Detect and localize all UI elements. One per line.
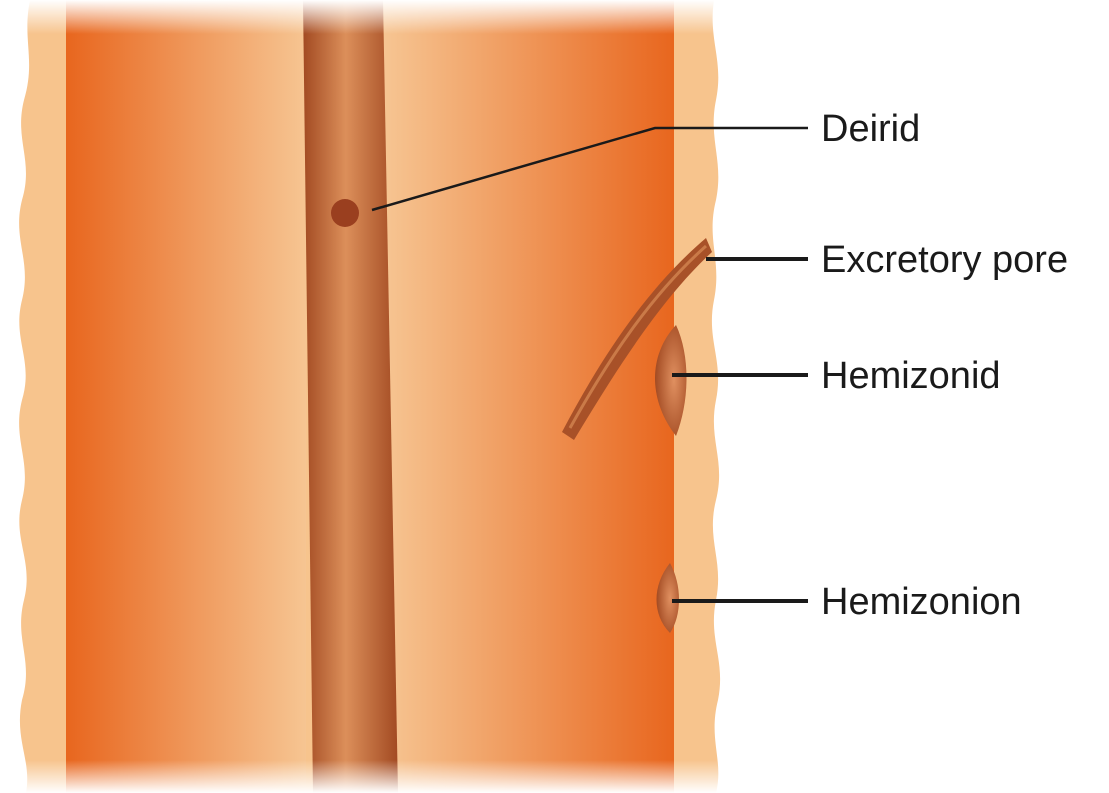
- body-right-region: [384, 0, 674, 793]
- bottom-fade: [0, 760, 1109, 793]
- label-deirid: Deirid: [821, 108, 920, 150]
- lateral-field: [303, 0, 398, 793]
- top-fade: [0, 0, 1109, 34]
- body-left-region: [66, 0, 306, 793]
- label-hemizonion: Hemizonion: [821, 581, 1022, 623]
- label-hemizonid: Hemizonid: [821, 355, 1001, 397]
- deirid-dot: [331, 199, 359, 227]
- label-excretory-pore: Excretory pore: [821, 239, 1068, 281]
